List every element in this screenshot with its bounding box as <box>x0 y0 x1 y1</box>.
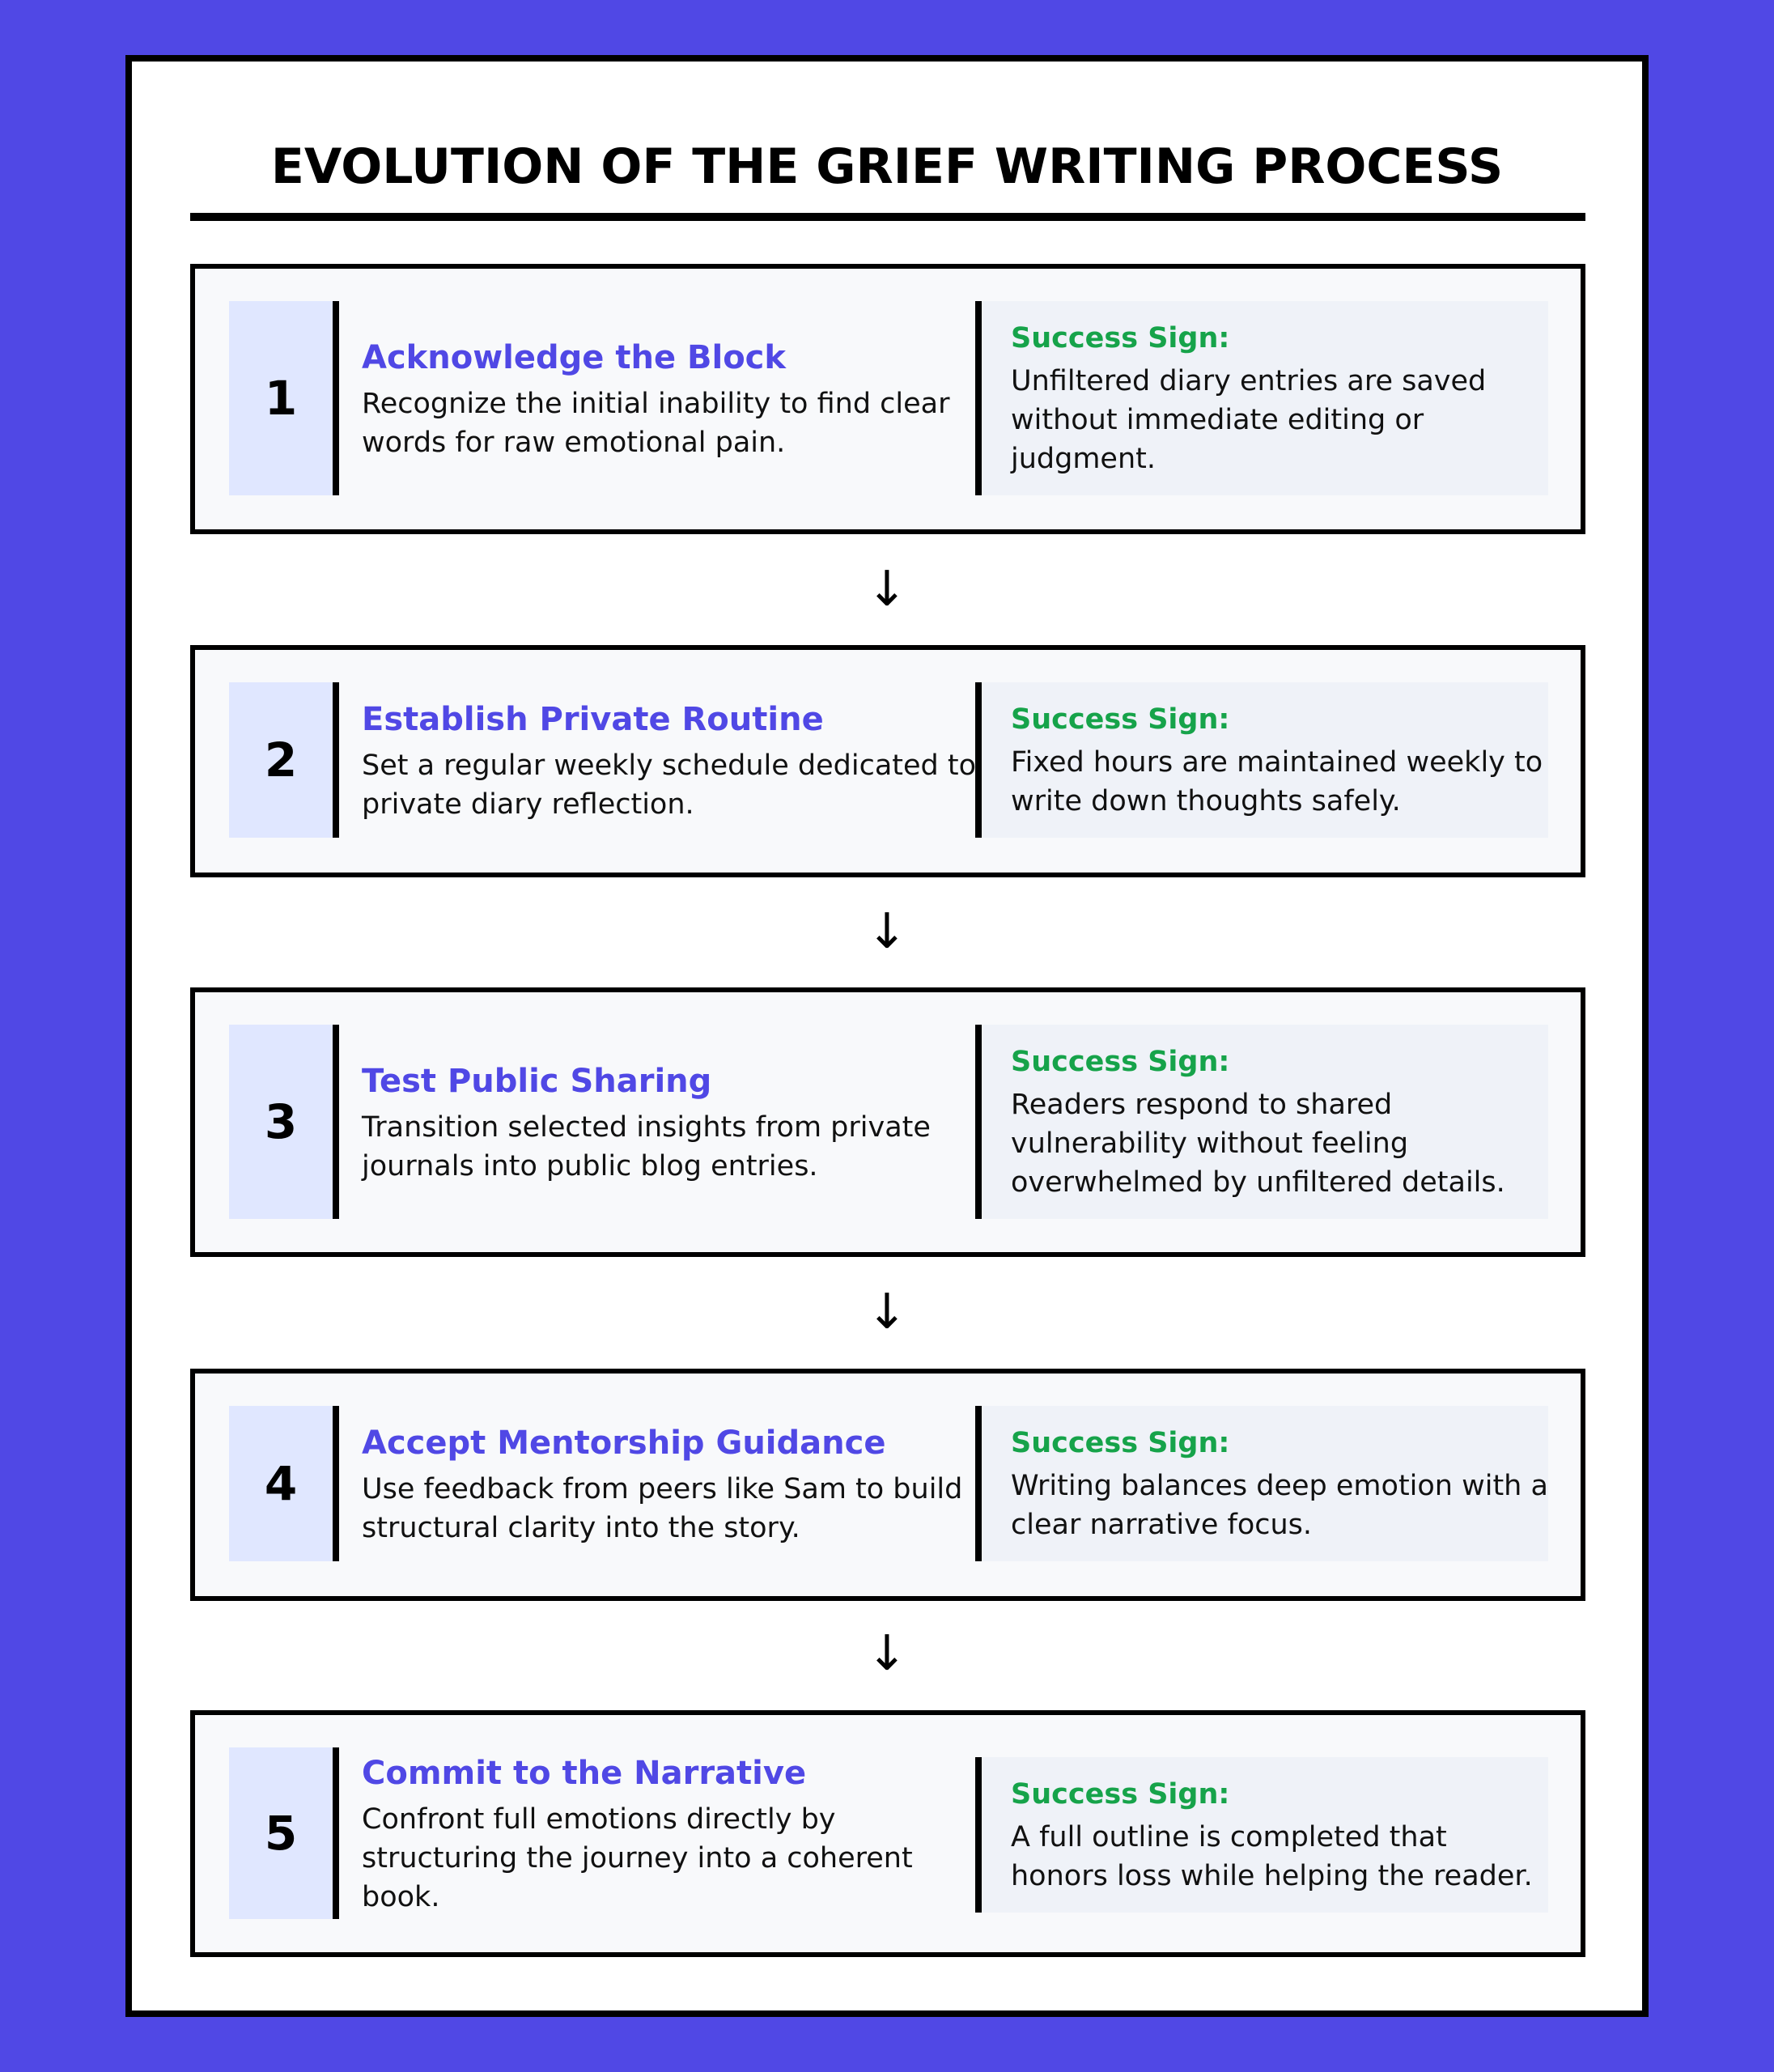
step-description-2: Set a regular weekly schedule dedicated … <box>362 749 977 821</box>
page-title: EVOLUTION OF THE GRIEF WRITING PROCESS <box>270 138 1504 195</box>
step-title-1: Acknowledge the Block <box>362 339 786 376</box>
success-sign-label-2: Success Sign: <box>1011 703 1230 736</box>
step-card-4: 4 Accept Mentorship Guidance Use feedbac… <box>190 1369 1585 1601</box>
step-number-1: 1 <box>229 301 339 495</box>
step-card-5: 5 Commit to the Narrative Confront full … <box>190 1710 1585 1957</box>
title-divider <box>190 213 1585 221</box>
success-sign-label-3: Success Sign: <box>1011 1046 1230 1078</box>
step-content-4: Accept Mentorship Guidance Use feedback … <box>362 1406 977 1561</box>
step-card-1: 1 Acknowledge the Block Recognize the in… <box>190 264 1585 534</box>
step-description-5: Confront full emotions directly by struc… <box>362 1803 913 1913</box>
success-sign-box-1: Success Sign: Unfiltered diary entries a… <box>975 301 1548 495</box>
step-number-3: 3 <box>229 1025 339 1219</box>
step-title-4: Accept Mentorship Guidance <box>362 1424 886 1462</box>
step-content-2: Establish Private Routine Set a regular … <box>362 682 977 838</box>
success-sign-text-3: Readers respond to shared vulnerability … <box>1011 1089 1505 1199</box>
success-sign-text-5: A full outline is completed that honors … <box>1011 1821 1533 1892</box>
success-sign-label-1: Success Sign: <box>1011 322 1230 355</box>
step-content-1: Acknowledge the Block Recognize the init… <box>362 301 977 495</box>
step-title-3: Test Public Sharing <box>362 1063 712 1100</box>
step-number-4: 4 <box>229 1406 339 1561</box>
success-sign-text-4: Writing balances deep emotion with a cle… <box>1011 1470 1548 1541</box>
step-description-3: Transition selected insights from privat… <box>362 1111 931 1182</box>
step-card-2: 2 Establish Private Routine Set a regula… <box>190 645 1585 877</box>
success-sign-box-5: Success Sign: A full outline is complete… <box>975 1757 1548 1913</box>
step-content-3: Test Public Sharing Transition selected … <box>362 1025 977 1219</box>
success-sign-text-2: Fixed hours are maintained weekly to wri… <box>1011 746 1543 817</box>
step-title-2: Establish Private Routine <box>362 701 824 738</box>
poster-frame: EVOLUTION OF THE GRIEF WRITING PROCESS 1… <box>125 55 1649 2017</box>
down-arrow-icon: ↓ <box>866 1284 908 1340</box>
step-title-5: Commit to the Narrative <box>362 1755 807 1792</box>
success-sign-box-3: Success Sign: Readers respond to shared … <box>975 1025 1548 1219</box>
step-number-5: 5 <box>229 1747 339 1919</box>
step-content-5: Commit to the Narrative Confront full em… <box>362 1747 977 1919</box>
step-card-3: 3 Test Public Sharing Transition selecte… <box>190 987 1585 1257</box>
down-arrow-icon: ↓ <box>866 903 908 960</box>
success-sign-box-2: Success Sign: Fixed hours are maintained… <box>975 682 1548 838</box>
success-sign-label-4: Success Sign: <box>1011 1427 1230 1459</box>
step-number-2: 2 <box>229 682 339 838</box>
success-sign-text-1: Unfiltered diary entries are saved witho… <box>1011 365 1487 475</box>
success-sign-box-4: Success Sign: Writing balances deep emot… <box>975 1406 1548 1561</box>
step-description-4: Use feedback from peers like Sam to buil… <box>362 1473 963 1544</box>
down-arrow-icon: ↓ <box>866 561 908 618</box>
step-description-1: Recognize the initial inability to find … <box>362 388 950 459</box>
success-sign-label-5: Success Sign: <box>1011 1778 1230 1811</box>
down-arrow-icon: ↓ <box>866 1625 908 1682</box>
